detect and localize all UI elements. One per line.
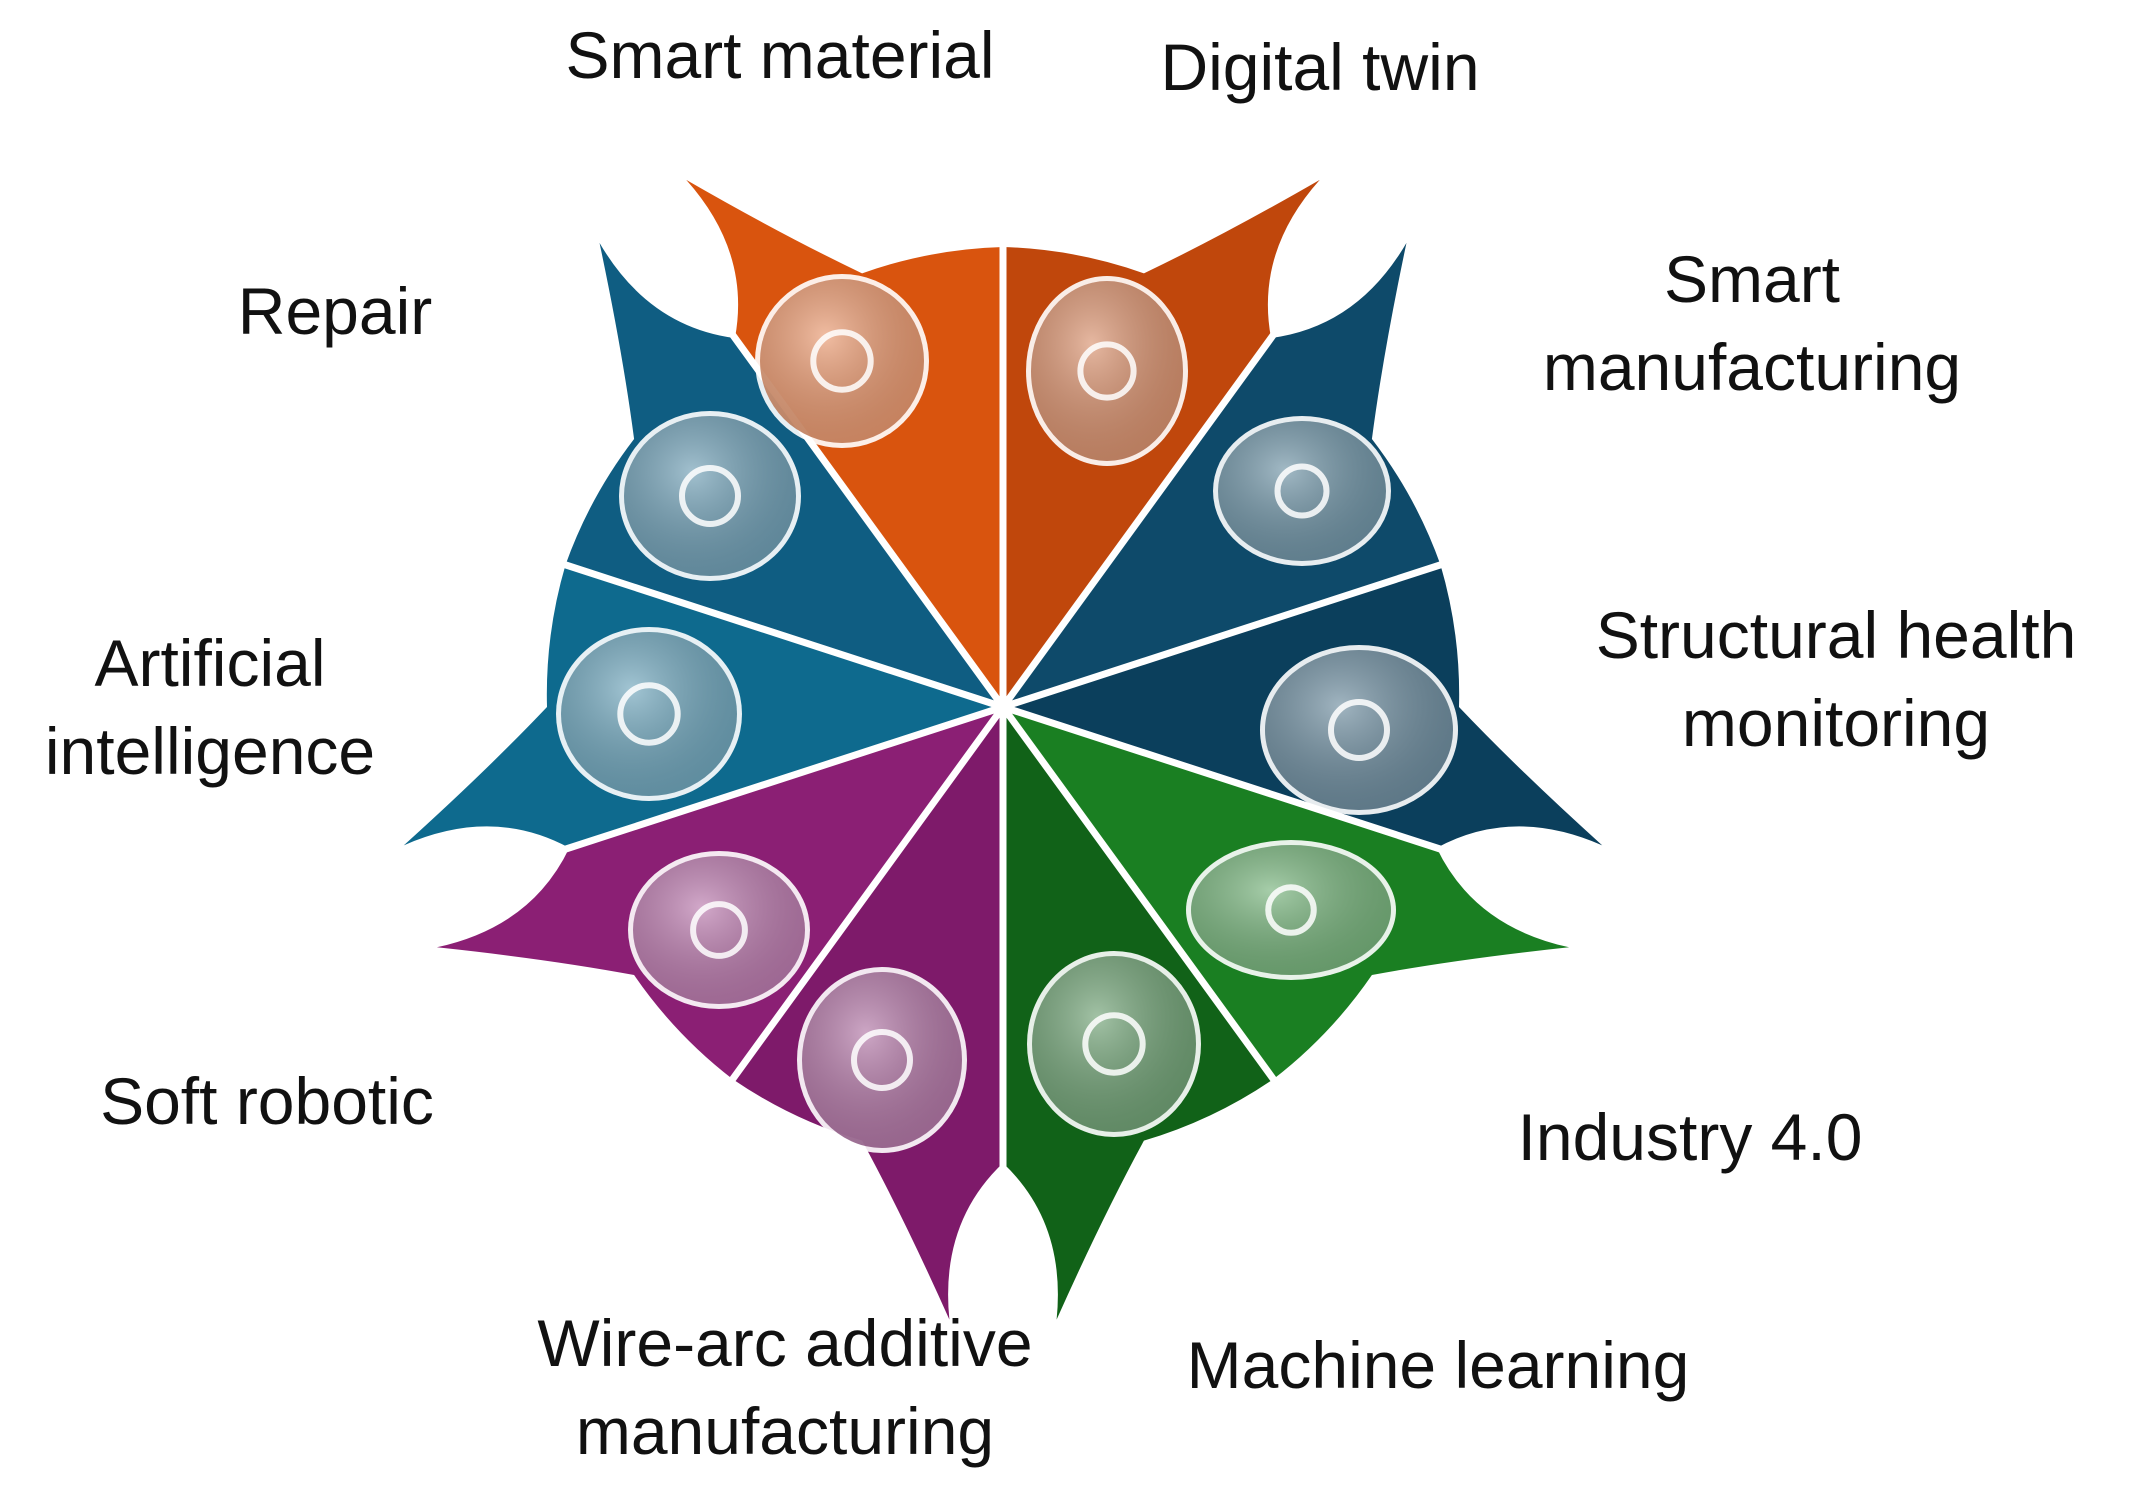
label-smart-material: Smart material bbox=[565, 18, 994, 92]
label-wire-arc-additive-manufacturing: Wire-arc additive bbox=[537, 1306, 1032, 1380]
segment-divider bbox=[1000, 331, 1278, 710]
welding-nozzle-icon bbox=[797, 967, 967, 1153]
label-smart-manufacturing: Smart bbox=[1664, 242, 1840, 316]
wheel-dividers bbox=[562, 245, 1444, 1169]
label-digital-twin: Digital twin bbox=[1160, 30, 1479, 104]
label-repair: Repair bbox=[238, 274, 432, 348]
label-industry-4: Industry 4.0 bbox=[1518, 1100, 1863, 1174]
segment-divider bbox=[562, 703, 1005, 854]
robotic-gripper-icon bbox=[628, 851, 810, 1009]
label-artificial-intelligence: Artificial bbox=[94, 626, 325, 700]
ai-brain-icon bbox=[556, 627, 742, 801]
digital-city-icon bbox=[1026, 276, 1188, 466]
wrench-gear-fist-icon bbox=[619, 411, 801, 581]
segment-divider bbox=[1001, 560, 1444, 711]
label-wire-arc-additive-manufacturing: manufacturing bbox=[576, 1394, 994, 1468]
factory-wifi-icon bbox=[1213, 416, 1391, 566]
label-structural-health-monitoring: monitoring bbox=[1682, 686, 1990, 760]
building-sensors-icon bbox=[1260, 645, 1458, 815]
label-soft-robotic: Soft robotic bbox=[100, 1064, 434, 1138]
label-structural-health-monitoring: Structural health bbox=[1596, 598, 2077, 672]
segment-divider bbox=[1001, 703, 1444, 854]
iot-robot-arm-icon bbox=[1186, 840, 1396, 980]
segment-divider bbox=[562, 560, 1005, 711]
label-artificial-intelligence: intelligence bbox=[45, 714, 375, 788]
icon-badges bbox=[556, 274, 1458, 1153]
circuit-brain-icon bbox=[1027, 951, 1201, 1137]
hexagon-network-icon bbox=[755, 274, 929, 448]
label-smart-manufacturing: manufacturing bbox=[1543, 330, 1961, 404]
segment-divider bbox=[1000, 704, 1278, 1083]
label-machine-learning: Machine learning bbox=[1187, 1328, 1690, 1402]
segment-divider bbox=[728, 704, 1006, 1083]
